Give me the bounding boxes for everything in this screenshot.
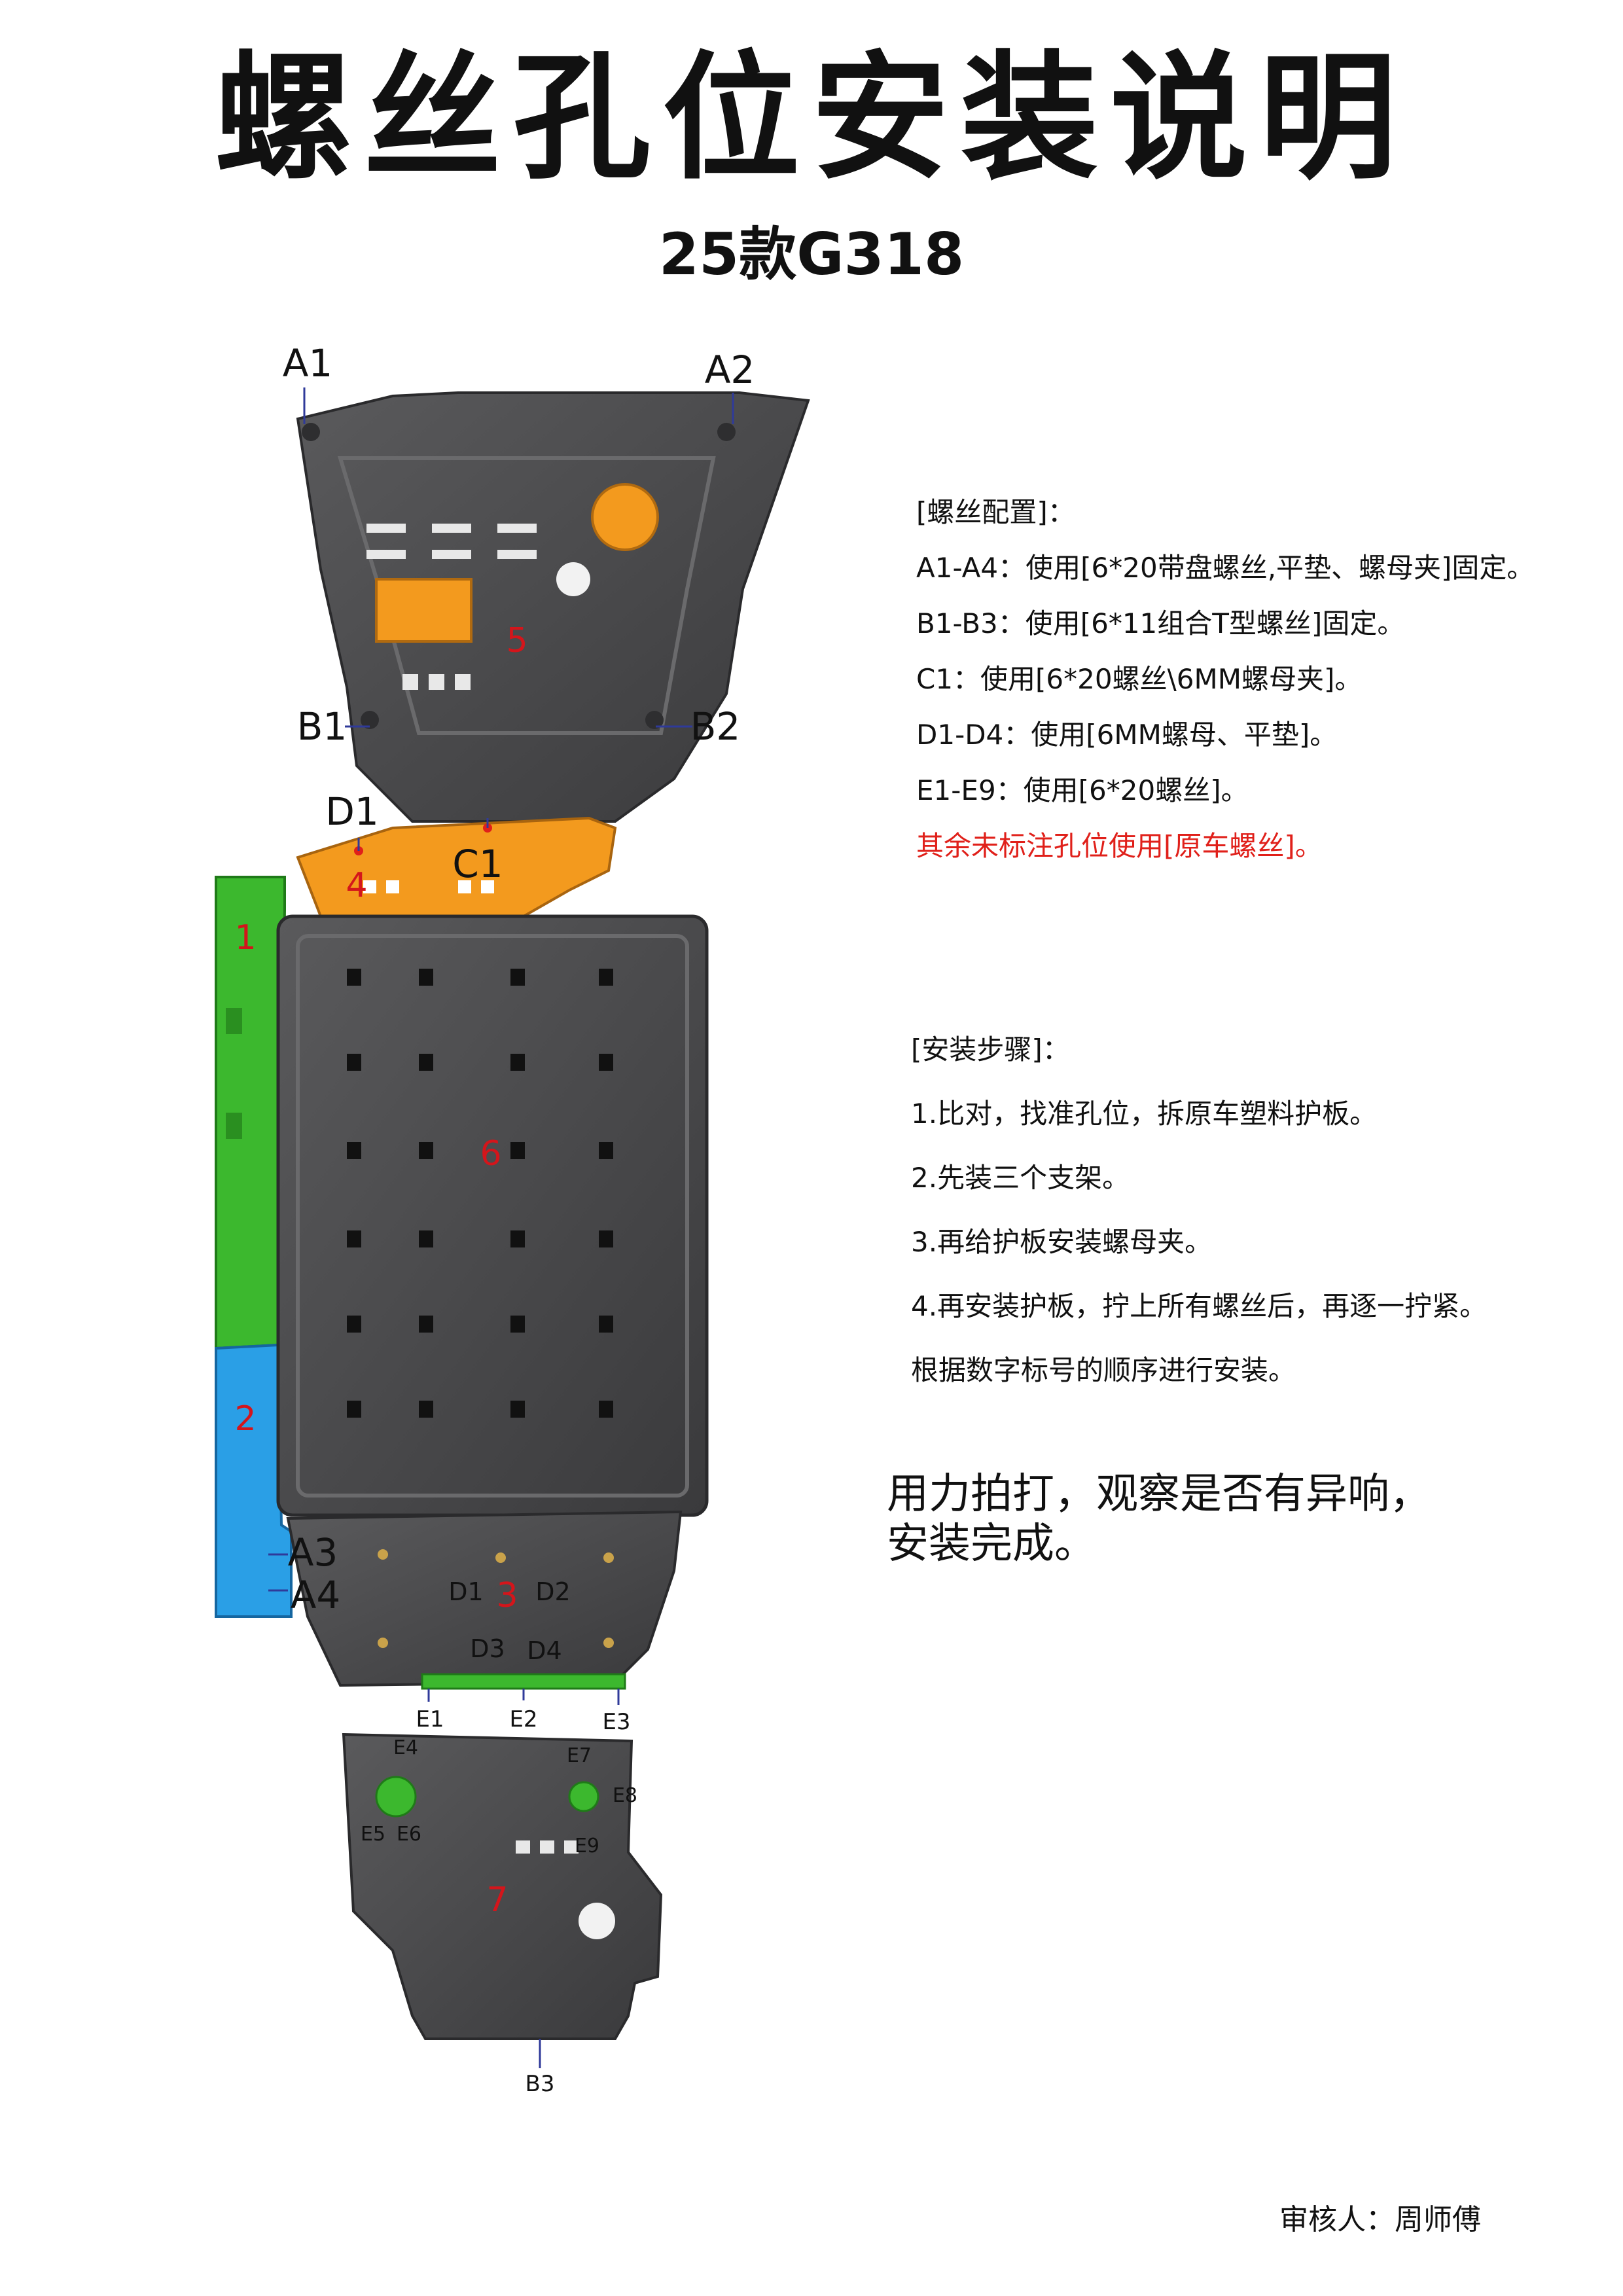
install-step: 2.先装三个支架。	[911, 1162, 1130, 1194]
hole-label-a3: A3	[288, 1530, 338, 1575]
finish-note: 用力拍打，观察是否有异响， 安装完成。	[887, 1469, 1431, 1569]
skid-plate-7	[342, 1732, 663, 2040]
hole-label-e9: E9	[575, 1835, 599, 1857]
hole-label-e5: E5	[361, 1823, 385, 1846]
hole-label-d4: D4	[527, 1636, 562, 1665]
skid-plate-3	[286, 1510, 683, 1687]
part-number-2: 2	[234, 1399, 256, 1439]
part-number-6: 6	[480, 1134, 501, 1174]
screw-config-line: B1-B3：使用[6*11组合T型螺丝]固定。	[916, 607, 1405, 639]
hole-label-d1: D1	[448, 1577, 483, 1606]
hole-label-e4: E4	[393, 1736, 418, 1759]
vent-slot	[347, 1142, 361, 1159]
install-step-note: 根据数字标号的顺序进行安装。	[911, 1354, 1296, 1386]
vent-slot	[510, 1054, 525, 1071]
hole-label-d1-bracket: D1	[325, 789, 379, 834]
battery-plate-6	[276, 914, 709, 1517]
vent-slot	[599, 1316, 613, 1333]
hole-labels: A1 A2 B1 B2 D1 C1 A3 A4 D1 D2 D3 D4 E1 E…	[283, 341, 755, 2097]
part-number-4: 4	[346, 866, 367, 905]
screw-config-line: A1-A4：使用[6*20带盘螺丝,平垫、螺母夹]固定。	[916, 552, 1535, 584]
hole-label-a2: A2	[705, 348, 755, 392]
hole-label-e1: E1	[416, 1706, 444, 1732]
hole-label-a4: A4	[291, 1573, 341, 1617]
vent-slot	[510, 969, 525, 986]
hole-label-e3: E3	[602, 1709, 630, 1735]
hole-label-c1: C1	[452, 842, 503, 886]
hole-label-b3: B3	[526, 2071, 555, 2097]
vent-slot	[419, 1316, 433, 1333]
install-step: 4.再安装护板，拧上所有螺丝后，再逐一拧紧。	[911, 1290, 1488, 1322]
vent-grid	[347, 969, 613, 1418]
page-subtitle: 25款G318	[658, 221, 965, 288]
part-number-labels: 5 4 1 2 6 3 7	[234, 621, 527, 1920]
install-steps-section: [安装步骤]： 1.比对，找准孔位，拆原车塑料护板。 2.先装三个支架。 3.再…	[911, 1018, 1605, 1403]
vent-slot	[599, 1230, 613, 1247]
part-number-3: 3	[496, 1576, 518, 1615]
vent-slot	[419, 1142, 433, 1159]
vent-slot	[347, 1230, 361, 1247]
screw-config-line: C1：使用[6*20螺丝\6MM螺母夹]。	[916, 663, 1363, 695]
reviewer-signature: 审核人：周师傅	[1279, 2203, 1481, 2236]
vent-slot	[419, 969, 433, 986]
screw-config-line: D1-D4：使用[6MM螺母、平垫]。	[916, 719, 1338, 751]
vent-slot	[347, 969, 361, 986]
page-title: 螺丝孔位安装说明	[214, 38, 1408, 198]
part-number-5: 5	[506, 621, 527, 660]
leader-lines	[268, 387, 734, 2068]
hole-label-b2: B2	[690, 704, 741, 749]
finish-note-line: 用力拍打，观察是否有异响，	[887, 1470, 1431, 1518]
install-step: 3.再给护板安装螺母夹。	[911, 1226, 1213, 1258]
hole-label-e7: E7	[567, 1744, 592, 1767]
screw-config-heading: [螺丝配置]：	[916, 496, 1075, 528]
vent-slot	[347, 1316, 361, 1333]
vent-slot	[510, 1401, 525, 1418]
hole-label-d2: D2	[535, 1577, 570, 1606]
vent-slot	[599, 1401, 613, 1418]
skid-plate-5	[296, 391, 810, 823]
screw-config-section: [螺丝配置]： A1-A4：使用[6*20带盘螺丝,平垫、螺母夹]固定。 B1-…	[916, 484, 1610, 874]
hole-label-d3: D3	[470, 1634, 505, 1663]
hole-label-a1: A1	[283, 341, 333, 386]
hole-label-e8: E8	[613, 1784, 637, 1807]
install-steps-heading: [安装步骤]：	[911, 1033, 1070, 1066]
screw-config-warning: 其余未标注孔位使用[原车螺丝]。	[916, 830, 1323, 862]
vent-slot	[419, 1054, 433, 1071]
install-step: 1.比对，找准孔位，拆原车塑料护板。	[911, 1098, 1378, 1130]
vent-slot	[599, 1142, 613, 1159]
screw-config-line: E1-E9：使用[6*20螺丝]。	[916, 774, 1249, 806]
vent-slot	[510, 1316, 525, 1333]
vent-slot	[347, 1401, 361, 1418]
vent-slot	[419, 1401, 433, 1418]
vent-slot	[419, 1230, 433, 1247]
vent-slot	[347, 1054, 361, 1071]
vent-slot	[599, 1054, 613, 1071]
vent-slot	[510, 1142, 525, 1159]
mounting-bar-e	[421, 1673, 626, 1690]
vent-slot	[599, 969, 613, 986]
hole-label-e2: E2	[509, 1706, 537, 1732]
finish-note-line: 安装完成。	[887, 1520, 1096, 1568]
hole-label-e6: E6	[397, 1823, 421, 1846]
hole-label-b1: B1	[297, 704, 348, 749]
vent-slot	[510, 1230, 525, 1247]
part-number-7: 7	[486, 1880, 508, 1920]
part-number-1: 1	[234, 918, 256, 958]
